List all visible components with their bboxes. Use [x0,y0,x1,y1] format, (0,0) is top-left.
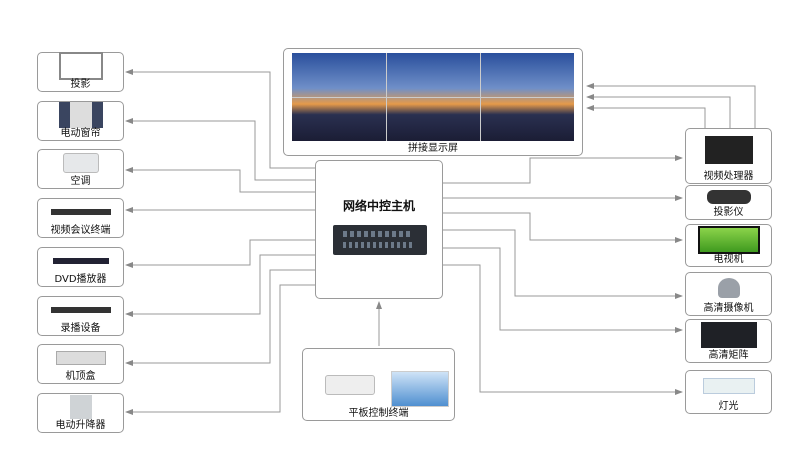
device-label: 高清摄像机 [703,303,754,314]
device-label: 高清矩阵 [708,350,749,361]
device-box-6: 灯光 [685,370,772,414]
device-box-3: 空调 [37,149,124,190]
device-label: DVD播放器 [54,273,107,285]
tablet-controller-box: 平板控制终端 [302,348,455,421]
device-label: 视频会议终端 [50,225,111,237]
device-box-4: 视频会议终端 [37,198,124,239]
device-label: 视频处理器 [703,171,754,182]
device-label: 投影仪 [713,207,744,218]
dvd-player-icon [52,257,109,264]
device-box-1: 视频处理器 [685,128,772,184]
tv-icon [697,225,760,254]
lift-icon [69,394,92,419]
device-label: 电动升降器 [55,419,106,431]
device-box-5: 高清矩阵 [685,319,772,363]
set-top-box-icon [55,351,106,366]
device-label: 电动窗帘 [60,127,101,139]
projection-screen-icon [58,52,103,80]
device-box-5: DVD播放器 [37,246,124,287]
device-box-2: 电动窗帘 [37,100,124,141]
curtain-icon [58,101,103,128]
device-box-2: 投影仪 [685,185,772,220]
air-conditioner-icon [62,153,99,174]
projector-icon [706,189,751,204]
device-box-4: 高清摄像机 [685,272,772,316]
tablet-controller-label: 平板控制终端 [348,408,409,419]
device-label: 空调 [70,176,91,188]
video-processor-icon [704,136,753,164]
device-label: 灯光 [718,401,739,412]
matrix-icon [700,322,757,348]
video-wall-image [292,53,574,141]
video-wall-label: 拼接显示屏 [408,143,458,154]
device-box-8: 电动升降器 [37,392,124,433]
tablet-icon [391,371,449,407]
device-box-3: 电视机 [685,224,772,267]
light-icon [702,378,755,394]
device-label: 投影 [70,79,91,90]
device-label: 录播设备 [60,322,101,334]
central-controller-title: 网络中控主机 [342,199,415,213]
device-box-6: 录播设备 [37,295,124,336]
device-label: 机顶盒 [65,371,96,383]
rack-device-icon [50,209,111,216]
controller-host-icon [333,225,427,255]
camera-icon [717,278,740,298]
device-label: 电视机 [713,254,744,265]
device-box-7: 机顶盒 [37,344,124,385]
central-controller-box: 网络中控主机 [315,160,443,299]
video-wall-box: 拼接显示屏 [283,48,583,156]
device-box-1: 投影 [37,52,124,92]
rack-device-icon [50,306,111,313]
router-icon [325,375,375,395]
